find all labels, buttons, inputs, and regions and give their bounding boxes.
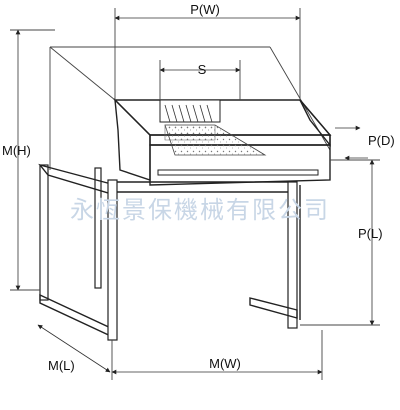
machine-body (113, 98, 332, 186)
label-pl: P(L) (358, 226, 383, 241)
label-pd: P(D) (368, 133, 395, 148)
label-pw: P(W) (190, 2, 220, 17)
blade-teeth (164, 104, 213, 123)
dimension-lines (10, 8, 380, 380)
watermark-text: 永恆景保機械有限公司 (70, 196, 330, 224)
label-mw: M(W) (209, 356, 241, 371)
label-ml: M(L) (48, 358, 75, 373)
machine-stand (38, 163, 301, 341)
label-mh: M(H) (2, 143, 31, 158)
label-s: S (198, 62, 207, 77)
